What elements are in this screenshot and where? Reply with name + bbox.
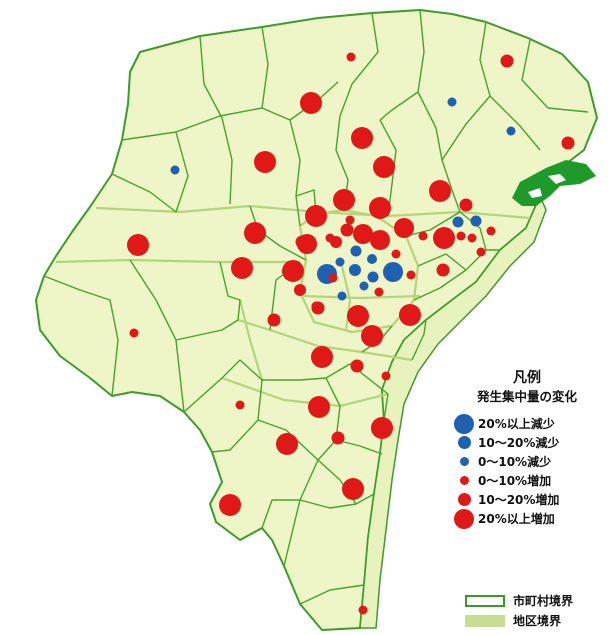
marker-increase-20plus bbox=[308, 396, 330, 418]
legend-item-municipal-boundary: 市町村境界 bbox=[465, 592, 573, 609]
legend-label: 10～20%増加 bbox=[478, 493, 560, 507]
marker-increase-20plus bbox=[219, 494, 241, 516]
marker-increase-10-20 bbox=[340, 223, 354, 237]
marker-increase-20plus bbox=[276, 433, 298, 455]
marker-increase-10-20 bbox=[331, 431, 345, 445]
marker-increase-20plus bbox=[127, 234, 149, 256]
marker-increase-10-20 bbox=[561, 136, 575, 150]
legend-symbol-medium-red bbox=[457, 493, 471, 506]
marker-increase-20plus bbox=[300, 92, 322, 114]
marker-increase-0-10 bbox=[418, 231, 428, 241]
municipal-boundary-swatch bbox=[465, 594, 505, 607]
legend-label: 10～20%減少 bbox=[478, 436, 560, 450]
legend-label: 地区境界 bbox=[513, 614, 562, 628]
marker-decrease-10-20 bbox=[367, 254, 377, 264]
marker-increase-10-20 bbox=[459, 198, 473, 212]
legend-item-district-boundary: 地区境界 bbox=[465, 612, 561, 629]
marker-increase-0-10 bbox=[235, 400, 245, 410]
marker-increase-0-10 bbox=[358, 605, 368, 615]
marker-increase-20plus bbox=[347, 305, 369, 327]
legend-label: 市町村境界 bbox=[513, 594, 574, 608]
lake-cluster bbox=[512, 160, 596, 206]
legend-item-increase-10-20: 10～20%増加 bbox=[452, 490, 602, 509]
marker-increase-20plus bbox=[399, 304, 421, 326]
marker-increase-10-20 bbox=[436, 263, 450, 277]
marker-increase-0-10 bbox=[456, 231, 466, 241]
legend-label: 0～10%増加 bbox=[478, 474, 552, 488]
marker-decrease-0-10 bbox=[337, 291, 347, 301]
legend-label: 20%以上減少 bbox=[478, 417, 555, 431]
marker-increase-20plus bbox=[353, 224, 373, 244]
map-legend: 凡例 発生集中量の変化 20%以上減少 10～20%減少 0～10%減少 0～1… bbox=[452, 368, 602, 529]
change-markers bbox=[127, 52, 575, 615]
marker-increase-0-10 bbox=[486, 226, 496, 236]
marker-decrease-0-10 bbox=[359, 281, 369, 291]
marker-increase-20plus bbox=[231, 257, 253, 279]
marker-increase-20plus bbox=[333, 189, 355, 211]
legend-label: 20%以上増加 bbox=[478, 512, 555, 526]
legend-title: 凡例 bbox=[513, 370, 541, 386]
marker-increase-20plus bbox=[351, 127, 373, 149]
marker-increase-20plus bbox=[433, 227, 455, 249]
coastline bbox=[359, 194, 547, 629]
marker-increase-20plus bbox=[429, 180, 451, 202]
marker-increase-20plus bbox=[342, 478, 364, 500]
district-boundary-swatch bbox=[465, 614, 505, 627]
marker-increase-0-10 bbox=[391, 249, 401, 259]
marker-increase-0-10 bbox=[406, 270, 416, 280]
legend-item-decrease-20plus: 20%以上減少 bbox=[452, 413, 602, 434]
marker-increase-10-20 bbox=[267, 313, 281, 327]
legend-item-decrease-10-20: 10～20%減少 bbox=[452, 433, 602, 452]
marker-increase-10-20 bbox=[350, 359, 364, 373]
marker-decrease-10-20 bbox=[350, 245, 362, 257]
legend-item-decrease-0-10: 0～10%減少 bbox=[452, 452, 602, 471]
marker-increase-0-10 bbox=[381, 371, 391, 381]
marker-increase-0-10 bbox=[476, 247, 486, 257]
marker-decrease-10-20 bbox=[470, 215, 482, 227]
marker-increase-10-20 bbox=[311, 301, 325, 315]
marker-increase-20plus bbox=[369, 197, 391, 219]
marker-increase-0-10 bbox=[346, 52, 356, 62]
legend-symbol-large-blue bbox=[454, 413, 474, 434]
marker-increase-20plus bbox=[244, 222, 266, 244]
marker-decrease-10-20 bbox=[452, 216, 464, 228]
marker-increase-20plus bbox=[373, 156, 395, 178]
legend-item-increase-20plus: 20%以上増加 bbox=[452, 508, 602, 529]
marker-decrease-20plus bbox=[383, 262, 403, 282]
marker-increase-20plus bbox=[394, 218, 414, 238]
marker-increase-0-10 bbox=[374, 287, 384, 297]
marker-increase-10-20 bbox=[500, 54, 514, 68]
marker-increase-20plus bbox=[370, 230, 390, 250]
marker-increase-0-10 bbox=[129, 328, 139, 338]
legend-label: 0～10%減少 bbox=[478, 455, 552, 469]
marker-increase-20plus bbox=[305, 205, 327, 227]
marker-decrease-0-10 bbox=[170, 165, 180, 175]
legend-symbol-medium-blue bbox=[457, 436, 471, 449]
marker-increase-10-20 bbox=[294, 284, 306, 296]
marker-decrease-0-10 bbox=[447, 97, 457, 107]
marker-increase-0-10 bbox=[328, 273, 338, 283]
marker-increase-10-20 bbox=[330, 236, 342, 248]
marker-increase-20plus bbox=[371, 417, 393, 439]
legend-symbol-small-blue bbox=[459, 457, 469, 466]
marker-increase-20plus bbox=[297, 234, 317, 254]
marker-decrease-0-10 bbox=[506, 126, 516, 136]
legend-symbol-large-red bbox=[454, 508, 474, 529]
legend-symbol-small-red bbox=[459, 476, 469, 485]
marker-decrease-10-20 bbox=[349, 264, 361, 276]
marker-increase-20plus bbox=[311, 346, 333, 368]
marker-increase-20plus bbox=[361, 325, 383, 347]
marker-increase-0-10 bbox=[345, 215, 355, 225]
marker-decrease-10-20 bbox=[367, 271, 379, 283]
marker-decrease-0-10 bbox=[335, 257, 345, 267]
marker-increase-20plus bbox=[254, 151, 276, 173]
marker-increase-0-10 bbox=[467, 233, 477, 243]
marker-increase-20plus bbox=[282, 260, 304, 282]
legend-item-increase-0-10: 0～10%増加 bbox=[452, 471, 602, 490]
legend-subtitle: 発生集中量の変化 bbox=[476, 389, 577, 404]
